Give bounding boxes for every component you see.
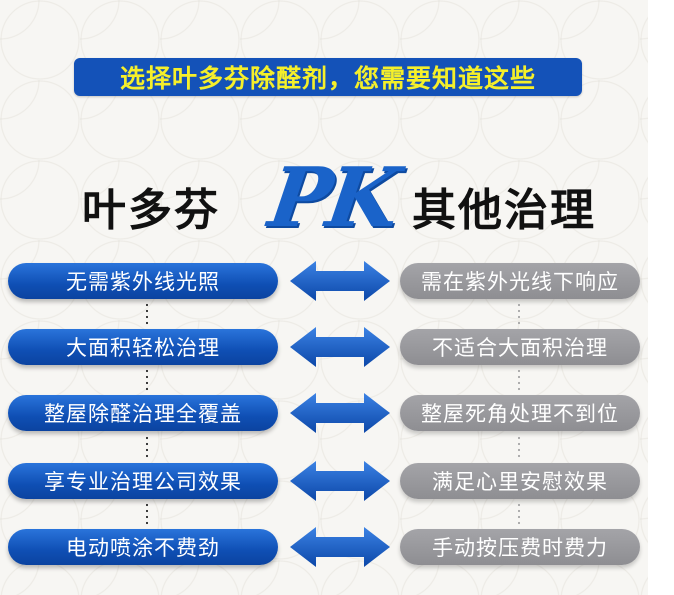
competitor-feature-pill: 整屋死角处理不到位	[400, 395, 640, 431]
comparison-row: 整屋除醛治理全覆盖 整屋死角处理不到位	[0, 393, 648, 433]
our-feature-text: 无需紫外线光照	[66, 270, 220, 294]
connector-dots	[146, 502, 148, 526]
versus-header: 叶多芬 PK 其他治理	[0, 140, 648, 250]
our-brand-label: 叶多芬	[82, 185, 220, 236]
headline-banner: 选择叶多芬除醛剂，您需要知道这些	[74, 58, 582, 96]
connector-dots	[518, 368, 520, 392]
connector-dots	[146, 435, 148, 459]
connector-dots	[146, 368, 148, 392]
our-feature-text: 整屋除醛治理全覆盖	[44, 402, 242, 426]
connector-dots	[518, 302, 520, 326]
double-headed-arrow-icon	[290, 261, 390, 301]
competitor-feature-text: 整屋死角处理不到位	[421, 402, 619, 426]
background-pattern: 选择叶多芬除醛剂，您需要知道这些 叶多芬 PK 其他治理 无需紫外线光照 需在紫…	[0, 0, 648, 595]
our-feature-text: 享专业治理公司效果	[44, 470, 242, 494]
comparison-row: 无需紫外线光照 需在紫外光线下响应	[0, 261, 648, 301]
connector-dots	[146, 302, 148, 326]
competitor-feature-text: 需在紫外光线下响应	[421, 270, 619, 294]
competitor-feature-pill: 满足心里安慰效果	[400, 463, 640, 499]
pk-logo: PK	[263, 150, 402, 246]
competitor-feature-pill: 不适合大面积治理	[400, 329, 640, 365]
competitor-feature-text: 手动按压费时费力	[432, 536, 608, 560]
competitor-feature-text: 不适合大面积治理	[432, 336, 608, 360]
connector-dots	[518, 435, 520, 459]
headline-text: 选择叶多芬除醛剂，您需要知道这些	[119, 64, 536, 93]
double-headed-arrow-icon	[290, 527, 390, 567]
double-headed-arrow-icon	[290, 461, 390, 501]
comparison-row: 电动喷涂不费劲 手动按压费时费力	[0, 527, 648, 567]
our-feature-pill: 享专业治理公司效果	[8, 463, 278, 499]
connector-dots	[518, 502, 520, 526]
competitor-feature-text: 满足心里安慰效果	[432, 470, 608, 494]
our-feature-pill: 无需紫外线光照	[8, 263, 278, 299]
competitor-label: 其他治理	[412, 185, 596, 236]
comparison-row: 大面积轻松治理 不适合大面积治理	[0, 327, 648, 367]
competitor-feature-pill: 手动按压费时费力	[400, 529, 640, 565]
double-headed-arrow-icon	[290, 393, 390, 433]
comparison-row: 享专业治理公司效果 满足心里安慰效果	[0, 461, 648, 501]
competitor-feature-pill: 需在紫外光线下响应	[400, 263, 640, 299]
our-feature-pill: 整屋除醛治理全覆盖	[8, 395, 278, 431]
our-feature-pill: 大面积轻松治理	[8, 329, 278, 365]
our-feature-text: 电动喷涂不费劲	[66, 536, 220, 560]
our-feature-text: 大面积轻松治理	[66, 336, 220, 360]
double-headed-arrow-icon	[290, 327, 390, 367]
our-feature-pill: 电动喷涂不费劲	[8, 529, 278, 565]
